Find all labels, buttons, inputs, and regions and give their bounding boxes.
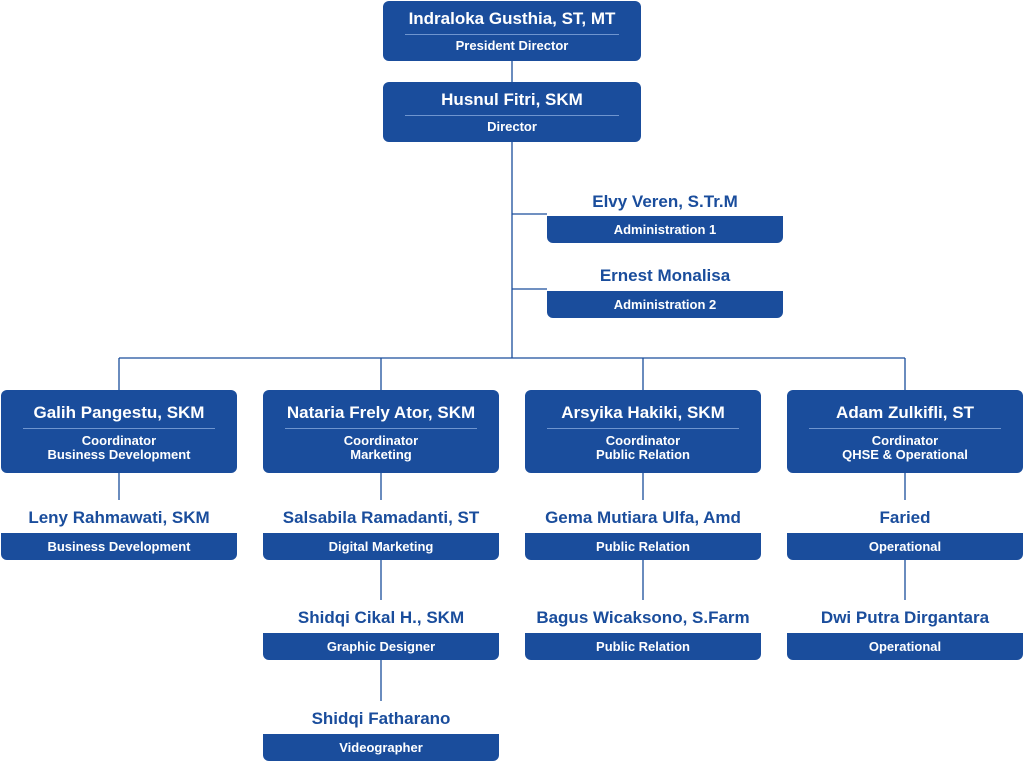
president-director-box: Indraloka Gusthia, ST, MT President Dire… [383,1,641,61]
person-name: Galih Pangestu, SKM [33,403,205,422]
staff-marketing-3-role: Videographer [263,734,499,761]
staff-public-relation-2-role: Public Relation [525,633,761,660]
staff-marketing-2-role: Graphic Designer [263,633,499,660]
director-box: Husnul Fitri, SKM Director [383,82,641,142]
person-name: Arsyika Hakiki, SKM [561,403,725,422]
staff-operational-1-name: Faried [879,508,931,527]
role-line-1: Coordinator [605,433,681,448]
admin-1-role: Administration 1 [547,216,783,243]
coordinator-public-relation-box: Arsyika Hakiki, SKM Coordinator Public R… [525,390,761,473]
admin-1-name: Elvy Veren, S.Tr.M [592,192,738,211]
person-name: Indraloka Gusthia, ST, MT [408,9,616,28]
divider [405,34,619,35]
coordinator-qhse-operational-box: Adam Zulkifli, ST Cordinator QHSE & Oper… [787,390,1023,473]
staff-marketing-2-name: Shidqi Cikal H., SKM [297,608,465,627]
role-title: Director [487,119,537,134]
role-line-2: QHSE & Operational [842,447,968,462]
role-title: Cordinator QHSE & Operational [787,434,1023,462]
admin-2-role: Administration 2 [547,291,783,318]
divider [809,428,1001,429]
role-line-1: Coordinator [343,433,419,448]
staff-operational-2-name: Dwi Putra Dirgantara [820,608,990,627]
staff-business-development-1-name: Leny Rahmawati, SKM [28,508,210,527]
staff-public-relation-2-name: Bagus Wicaksono, S.Farm [536,608,750,627]
role-line-1: Cordinator [871,433,939,448]
person-name: Adam Zulkifli, ST [836,403,974,422]
role-title: Coordinator Marketing [263,434,499,462]
staff-business-development-1-role: Business Development [1,533,237,560]
staff-public-relation-1-name: Gema Mutiara Ulfa, Amd [545,508,741,527]
coordinator-business-development-box: Galih Pangestu, SKM Coordinator Business… [1,390,237,473]
coordinator-marketing-box: Nataria Frely Ator, SKM Coordinator Mark… [263,390,499,473]
role-title: President Director [455,38,569,53]
role-line-1: Coordinator [81,433,157,448]
staff-operational-2-role: Operational [787,633,1023,660]
staff-marketing-1-role: Digital Marketing [263,533,499,560]
role-line-2: Marketing [350,447,412,462]
role-title: Coordinator Business Development [1,434,237,462]
person-name: Husnul Fitri, SKM [441,90,583,109]
staff-marketing-1-name: Salsabila Ramadanti, ST [282,508,480,527]
role-line-2: Business Development [47,447,191,462]
staff-operational-1-role: Operational [787,533,1023,560]
divider [547,428,739,429]
divider [405,115,619,116]
role-line-2: Public Relation [596,447,690,462]
divider [285,428,477,429]
staff-public-relation-1-role: Public Relation [525,533,761,560]
divider [23,428,215,429]
role-title: Coordinator Public Relation [525,434,761,462]
person-name: Nataria Frely Ator, SKM [286,403,476,422]
admin-2-name: Ernest Monalisa [599,266,731,285]
staff-marketing-3-name: Shidqi Fatharano [311,709,451,728]
